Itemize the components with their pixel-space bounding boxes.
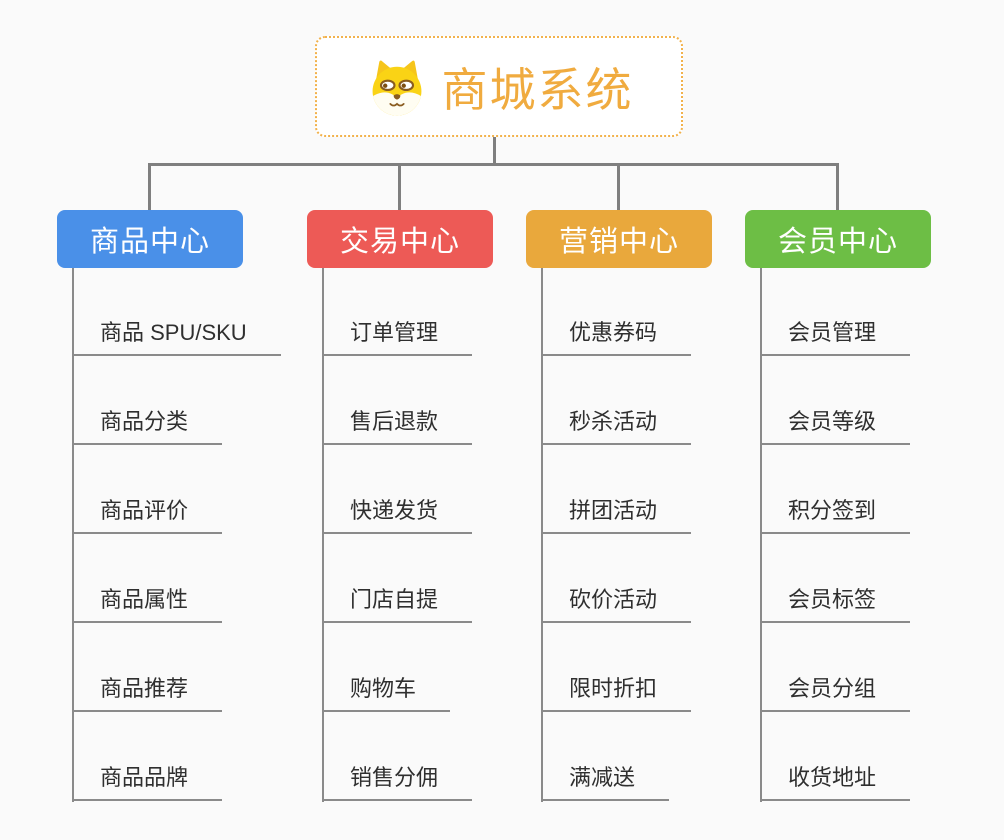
- leaf-topic[interactable]: 商品分类: [72, 407, 223, 445]
- leaf-topic[interactable]: 秒杀活动: [541, 407, 692, 445]
- branch-trunk-line: [541, 268, 543, 802]
- leaf-topic[interactable]: 满减送: [541, 763, 670, 801]
- leaf-topic[interactable]: 商品评价: [72, 496, 223, 534]
- branch-node-marketing[interactable]: 营销中心: [526, 210, 712, 268]
- leaf-topic[interactable]: 会员分组: [760, 674, 911, 712]
- leaf-topic[interactable]: 售后退款: [322, 407, 473, 445]
- connector-line: [148, 163, 839, 166]
- dog-face-icon: [365, 57, 429, 117]
- root-title: 商城系统: [441, 63, 634, 116]
- branch-node-product[interactable]: 商品中心: [57, 210, 243, 268]
- branch-trunk-line: [760, 268, 762, 802]
- leaf-topic[interactable]: 购物车: [322, 674, 451, 712]
- connector-line: [617, 163, 620, 210]
- leaf-topic[interactable]: 商品属性: [72, 585, 223, 623]
- connector-line: [836, 163, 839, 210]
- connector-line: [493, 137, 496, 164]
- leaf-topic[interactable]: 快递发货: [322, 496, 473, 534]
- leaf-topic[interactable]: 会员标签: [760, 585, 911, 623]
- branch-node-member[interactable]: 会员中心: [745, 210, 931, 268]
- leaf-topic[interactable]: 积分签到: [760, 496, 911, 534]
- leaf-topic[interactable]: 商品 SPU/SKU: [72, 318, 281, 356]
- leaf-topic[interactable]: 商品推荐: [72, 674, 223, 712]
- connector-line: [148, 163, 151, 210]
- branch-trunk-line: [72, 268, 74, 802]
- leaf-topic[interactable]: 会员管理: [760, 318, 911, 356]
- leaf-topic[interactable]: 优惠券码: [541, 318, 692, 356]
- leaf-topic[interactable]: 砍价活动: [541, 585, 692, 623]
- leaf-topic[interactable]: 拼团活动: [541, 496, 692, 534]
- leaf-topic[interactable]: 订单管理: [322, 318, 473, 356]
- root-node[interactable]: 商城系统: [315, 36, 683, 137]
- leaf-topic[interactable]: 商品品牌: [72, 763, 223, 801]
- branch-node-trade[interactable]: 交易中心: [307, 210, 493, 268]
- connector-line: [398, 163, 401, 210]
- leaf-topic[interactable]: 限时折扣: [541, 674, 692, 712]
- branch-trunk-line: [322, 268, 324, 802]
- leaf-topic[interactable]: 销售分佣: [322, 763, 473, 801]
- leaf-topic[interactable]: 会员等级: [760, 407, 911, 445]
- leaf-topic[interactable]: 收货地址: [760, 763, 911, 801]
- leaf-topic[interactable]: 门店自提: [322, 585, 473, 623]
